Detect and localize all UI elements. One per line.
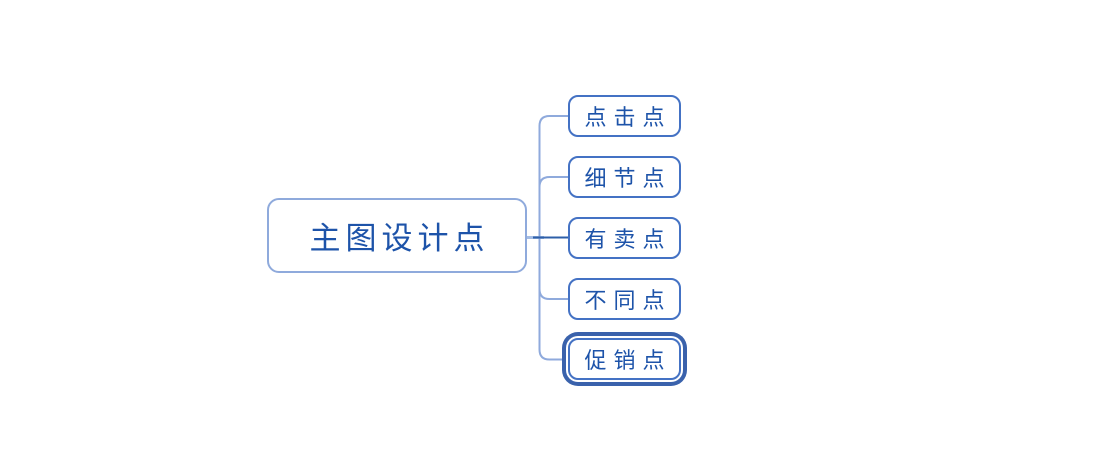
subtopic-label: 促销点 [584, 348, 672, 373]
subtopic-label: 有卖点 [584, 227, 672, 252]
subtopic-label: 点击点 [584, 105, 672, 130]
root-topic-node[interactable]: 主图设计点 [267, 198, 527, 273]
branch-connector-2 [538, 176, 568, 238]
subtopic-label: 细节点 [584, 166, 672, 191]
subtopic-node-3[interactable]: 有卖点 [568, 217, 681, 259]
branch-connector-5 [538, 237, 562, 361]
subtopic-node-1[interactable]: 点击点 [568, 95, 681, 137]
branch-connector-4 [538, 237, 568, 300]
subtopic-node-5-selected[interactable]: 促销点 [568, 338, 681, 380]
subtopic-label: 不同点 [584, 288, 672, 313]
subtopic-node-4[interactable]: 不同点 [568, 278, 681, 320]
root-topic-label: 主图设计点 [309, 221, 490, 256]
branch-connector-1 [538, 115, 568, 238]
subtopic-node-2[interactable]: 细节点 [568, 156, 681, 198]
